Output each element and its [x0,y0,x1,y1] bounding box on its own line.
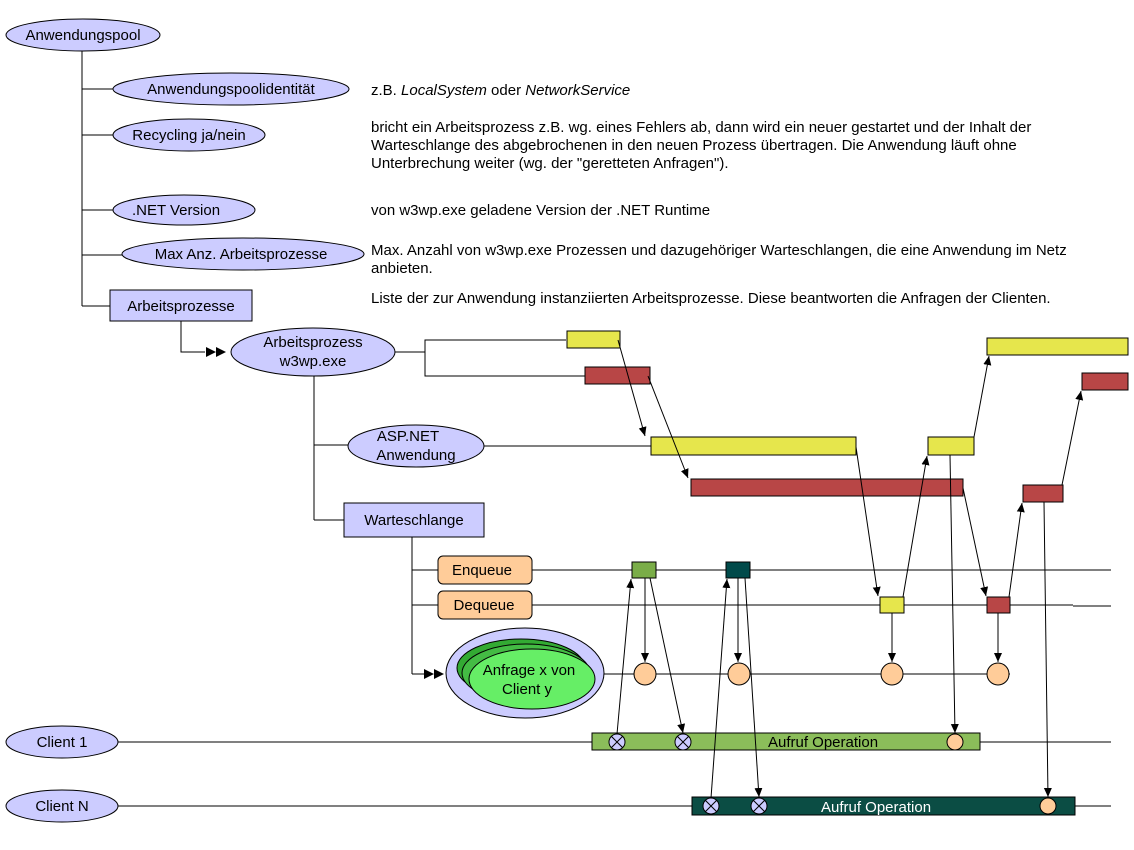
client-n-operation-label: Aufruf Operation [821,799,931,816]
flow-arrows [616,339,1084,799]
node-worker-process-label-1: Arbeitsprozess [263,334,362,351]
node-dequeue-label: Dequeue [454,597,515,614]
node-client-n: Client N [5,789,119,823]
node-enqueue-label: Enqueue [452,562,512,579]
node-worker-process: Arbeitsprozess w3wp.exe [230,327,396,377]
desc-identity-or: oder [486,82,526,99]
node-recycling-label: Recycling ja/nein [132,127,245,144]
desc-recycling: bricht ein Arbeitsprozess z.B. wg. eines… [371,119,1032,172]
node-anwendungspool: Anwendungspool [5,18,161,52]
desc-identity-local: LocalSystem [401,82,487,99]
desc-identity-network: NetworkService [525,82,631,99]
node-worker-processes-label: Arbeitsprozesse [127,298,235,315]
node-client-n-label: Client N [35,798,88,815]
client-1-operation-bar: Aufruf Operation [591,732,981,751]
node-net-version: .NET Version [112,194,256,226]
desc-net-version: von w3wp.exe geladene Version der .NET R… [371,202,711,219]
node-worker-processes: Arbeitsprozesse [109,289,253,322]
desc-worker-processes: Liste der zur Anwendung instanziierten A… [371,290,1051,307]
node-aspnet-label-2: Anwendung [376,447,455,464]
node-queue: Warteschlange [343,502,485,538]
queue-markers [631,561,1011,614]
desc-identity-prefix: z.B. [371,82,402,99]
node-anwendungspool-label: Anwendungspool [25,27,140,44]
desc-identity: z.B. LocalSystem oder NetworkService [371,82,1091,100]
desc-max-workers: Max. Anzahl von w3wp.exe Prozessen und d… [371,242,1067,277]
client-n-operation-bar: Aufruf Operation [691,796,1076,816]
cross-circle-icon [608,733,768,815]
process-bars [566,330,1129,503]
node-max-workers: Max Anz. Arbeitsprozesse [121,237,365,271]
node-queue-label: Warteschlange [364,512,464,529]
node-enqueue: Enqueue [437,555,533,585]
node-identity: Anwendungspoolidentität [112,72,350,106]
node-request-label-1: Anfrage x von [483,662,576,679]
node-max-workers-label: Max Anz. Arbeitsprozesse [155,246,328,263]
node-aspnet: ASP.NET Anwendung [347,424,485,468]
request-dots [633,662,1057,815]
client-1-operation-label: Aufruf Operation [768,734,878,751]
node-client-1-label: Client 1 [37,734,88,751]
node-worker-process-label-2: w3wp.exe [279,353,347,370]
node-client-1: Client 1 [5,725,119,759]
node-net-version-label: .NET Version [132,202,220,219]
node-request-stack: Anfrage x von Client y [445,627,605,719]
node-recycling: Recycling ja/nein [112,118,266,152]
node-request-label-2: Client y [502,681,553,698]
node-identity-label: Anwendungspoolidentität [147,81,315,98]
node-dequeue: Dequeue [437,590,533,620]
node-aspnet-label-1: ASP.NET [377,428,439,445]
double-arrow-icon [206,347,444,679]
